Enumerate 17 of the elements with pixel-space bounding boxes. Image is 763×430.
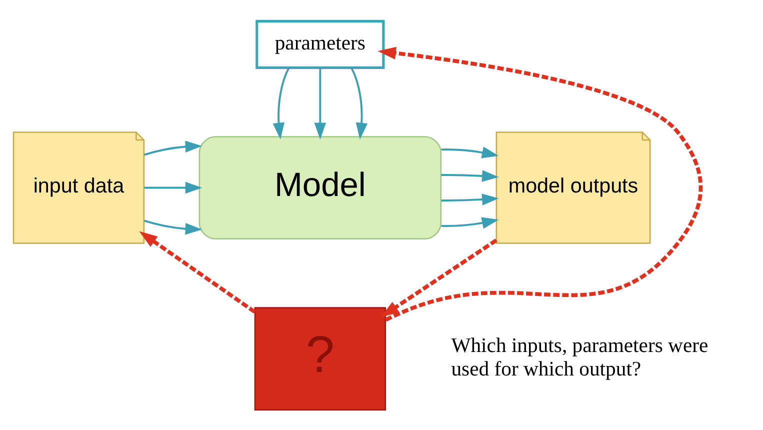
arrow [139,230,256,313]
node-box: Model [198,136,442,239]
arrow [441,193,499,205]
node-box: ? [254,306,386,410]
arrow [378,46,702,322]
arrow [380,238,498,317]
node-box: parameters [256,19,385,68]
node-label: Which inputs, parameters were used for which output? [451,334,708,380]
arrow [272,66,290,140]
arrow [441,146,499,158]
arrow [144,181,202,194]
arrow [350,66,368,140]
arrow [441,216,499,228]
arrow [441,170,499,182]
arrow [144,140,202,156]
arrow [144,219,202,234]
arrow [314,67,326,140]
